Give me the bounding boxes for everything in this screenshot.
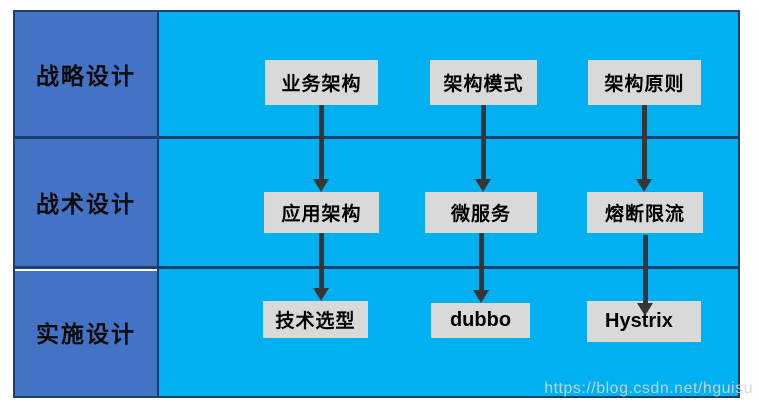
arrow-principle-to-circuitbreaker-head bbox=[636, 179, 652, 192]
diagram-frame: 战略设计 战术设计 实施设计 业务架构 架构模式 架构原则 应用架构 微服务 熔… bbox=[13, 10, 740, 398]
node-dubbo: dubbo bbox=[431, 303, 530, 338]
row-label-implementation-design: 实施设计 bbox=[36, 321, 136, 347]
row-label-strategic-design: 战略设计 bbox=[36, 64, 136, 89]
arrow-microservice-to-dubbo-head bbox=[473, 290, 489, 303]
watermark-url: https://blog.csdn.net/hguisu bbox=[544, 380, 753, 397]
arrow-circuitbreaker-to-hystrix-shaft bbox=[643, 235, 648, 304]
row-divider-1 bbox=[15, 136, 738, 139]
arrow-microservice-to-dubbo-shaft bbox=[479, 233, 484, 291]
arrow-pattern-to-microservice-shaft bbox=[481, 105, 486, 180]
arrow-circuitbreaker-to-hystrix-head bbox=[637, 303, 653, 316]
node-circuit-breaker-rate-limit: 熔断限流 bbox=[587, 192, 703, 233]
node-application-architecture: 应用架构 bbox=[264, 192, 379, 233]
arrow-pattern-to-microservice-head bbox=[475, 179, 491, 192]
arrow-application-to-techselection-shaft bbox=[319, 233, 324, 289]
row-divider-2 bbox=[15, 266, 738, 269]
row-label-tactical-design: 战术设计 bbox=[36, 191, 136, 217]
row-label-panel: 战略设计 战术设计 实施设计 bbox=[15, 12, 159, 396]
arrow-business-to-application-head bbox=[313, 179, 329, 192]
panel-divider-highlight bbox=[15, 269, 157, 271]
node-hystrix: Hystrix bbox=[587, 301, 701, 342]
arrow-application-to-techselection-head bbox=[313, 288, 329, 301]
node-microservice: 微服务 bbox=[425, 192, 537, 233]
node-business-architecture: 业务架构 bbox=[265, 60, 378, 105]
arrow-principle-to-circuitbreaker-shaft bbox=[642, 105, 647, 180]
node-tech-selection: 技术选型 bbox=[263, 301, 368, 338]
node-architecture-pattern: 架构模式 bbox=[430, 60, 537, 105]
arrow-business-to-application-shaft bbox=[319, 105, 324, 180]
node-architecture-principle: 架构原则 bbox=[588, 60, 701, 105]
